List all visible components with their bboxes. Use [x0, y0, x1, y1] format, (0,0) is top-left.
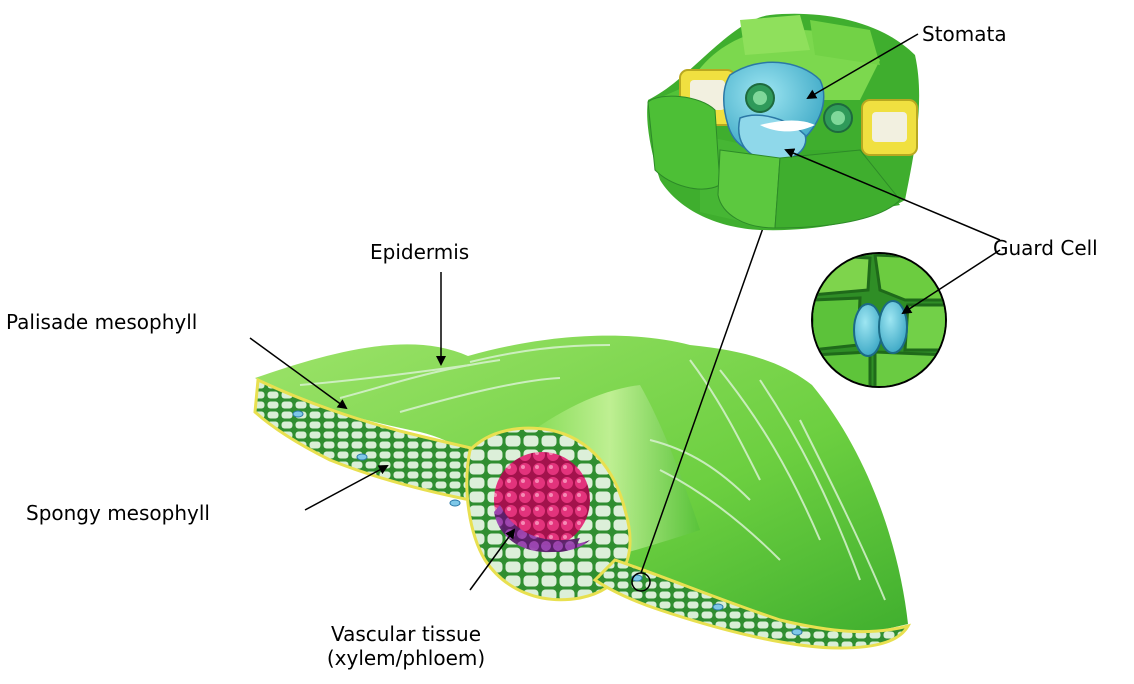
arrow-spongy	[305, 466, 387, 510]
label-epidermis: Epidermis	[370, 240, 469, 264]
guard-cell-inset	[810, 250, 950, 395]
label-vascular-tissue: Vascular tissue (xylem/phloem)	[295, 622, 517, 670]
stomata-inset	[647, 14, 919, 230]
label-spongy-mesophyll: Spongy mesophyll	[26, 501, 210, 525]
label-guard-cell: Guard Cell	[993, 236, 1098, 260]
label-stomata: Stomata	[922, 22, 1007, 46]
label-vascular-line1: Vascular tissue	[295, 622, 517, 646]
label-palisade-mesophyll: Palisade mesophyll	[6, 310, 197, 334]
label-vascular-line2: (xylem/phloem)	[295, 646, 517, 670]
leaf-blade	[255, 336, 908, 648]
